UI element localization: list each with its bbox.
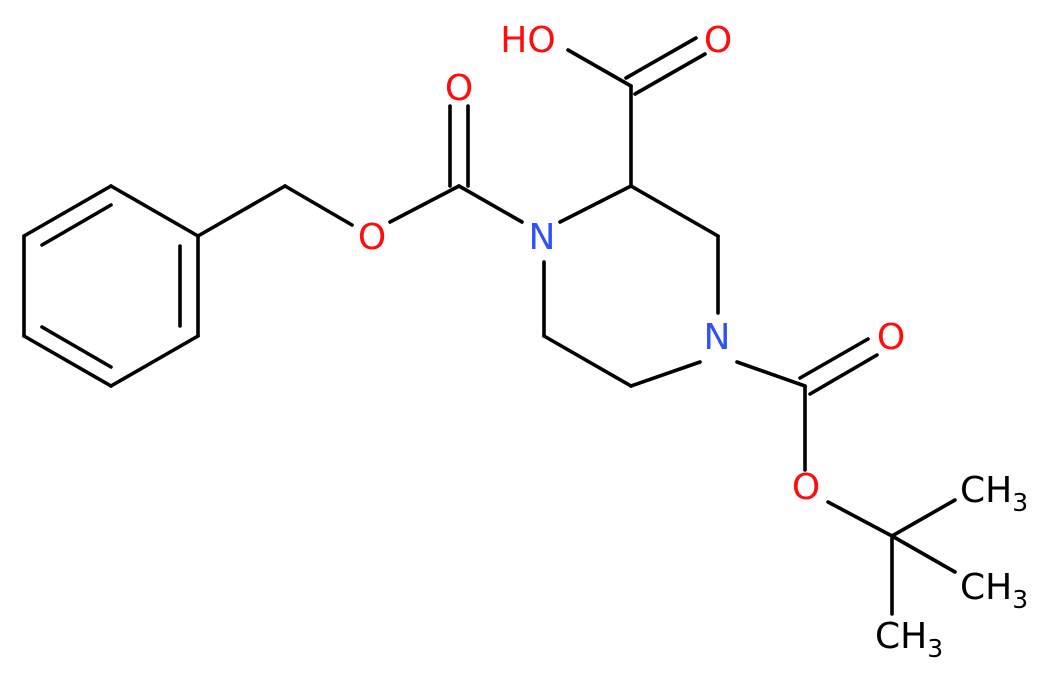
atom-label-o: O xyxy=(358,217,386,258)
bond xyxy=(388,184,461,224)
bond-inner xyxy=(40,203,113,247)
bond xyxy=(826,500,894,538)
bond-inner xyxy=(40,325,113,369)
carboxylic-acid-group xyxy=(566,36,707,188)
bond xyxy=(798,337,870,380)
atom-label-n: N xyxy=(529,217,556,258)
bond xyxy=(22,334,113,388)
bond xyxy=(283,184,354,227)
piperazine-ring xyxy=(542,184,720,388)
bond xyxy=(109,334,200,388)
atom-label-n: N xyxy=(704,317,731,358)
bond xyxy=(633,52,707,96)
bond xyxy=(566,48,633,88)
atom-label-ch3: CH3 xyxy=(960,470,1028,517)
atom-label-o: O xyxy=(877,317,905,358)
bond xyxy=(558,184,633,224)
atom-label-o: O xyxy=(704,20,732,61)
atom-label-o: O xyxy=(445,68,473,109)
bond xyxy=(22,184,113,238)
bond xyxy=(735,360,807,388)
bond xyxy=(629,184,720,238)
cbz-group xyxy=(196,104,524,238)
bond xyxy=(542,334,633,388)
atom-label-ch3: CH3 xyxy=(960,567,1028,614)
atom-label-oh: HO xyxy=(500,20,555,61)
atom-label-ch3: CH3 xyxy=(875,616,943,663)
bond xyxy=(109,184,200,238)
atom-label-o: O xyxy=(792,467,820,508)
bond xyxy=(808,353,879,396)
bond xyxy=(457,184,524,224)
bond xyxy=(196,184,287,238)
bond xyxy=(890,534,957,574)
bond xyxy=(629,360,702,388)
boc-group xyxy=(735,337,957,616)
bond xyxy=(624,36,698,80)
bond xyxy=(890,498,957,538)
benzene-ring xyxy=(22,184,200,388)
